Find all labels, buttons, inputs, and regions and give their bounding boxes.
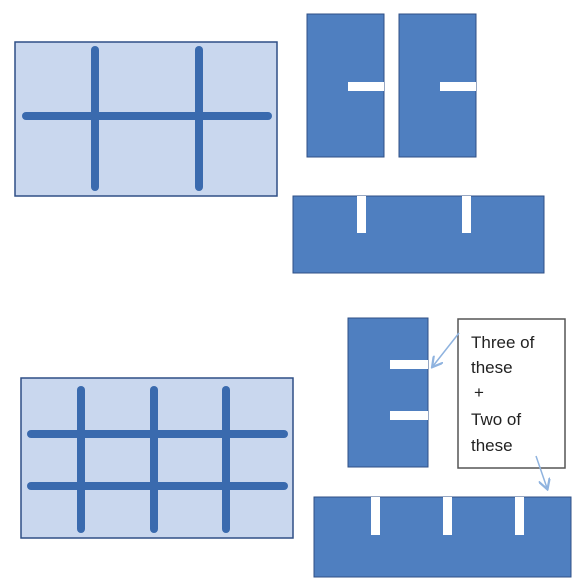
- bottom-vertical-piece: [348, 318, 428, 467]
- top-grid-horizontal-divider: [22, 112, 272, 120]
- bottom-horizontal-piece-slot-2: [443, 497, 452, 535]
- bottom-grid-vertical-divider-2: [150, 386, 158, 533]
- callout-line-2: these: [471, 358, 513, 377]
- top-horizontal-piece: [293, 196, 544, 273]
- arrow-to-vertical-piece: [433, 333, 459, 366]
- top-horizontal-piece-slot-2: [462, 196, 471, 233]
- bottom-horizontal-piece-slot-1: [371, 497, 380, 535]
- bottom-horizontal-piece: [314, 497, 571, 577]
- bottom-vertical-piece-slot-2: [390, 411, 428, 420]
- bottom-assembled-grid: [21, 378, 293, 538]
- callout-line-5: these: [471, 436, 513, 455]
- top-grid-vertical-divider-1: [91, 46, 99, 191]
- callout-box: Three of these + Two of these: [458, 319, 565, 468]
- callout-line-3: +: [474, 383, 484, 402]
- bottom-grid-vertical-divider-1: [77, 386, 85, 533]
- callout-line-1: Three of: [471, 333, 535, 352]
- callout-line-4: Two of: [471, 410, 521, 429]
- top-vertical-piece-right: [399, 14, 476, 157]
- bottom-horizontal-piece-slot-3: [515, 497, 524, 535]
- top-grid-vertical-divider-2: [195, 46, 203, 191]
- top-horizontal-piece-slot-1: [357, 196, 366, 233]
- bottom-vertical-piece-slot-1: [390, 360, 428, 369]
- top-vertical-piece-left: [307, 14, 384, 157]
- top-vertical-piece-right-slot: [440, 82, 476, 91]
- bottom-grid-vertical-divider-3: [222, 386, 230, 533]
- top-vertical-piece-left-slot: [348, 82, 384, 91]
- top-assembled-grid: [15, 42, 277, 196]
